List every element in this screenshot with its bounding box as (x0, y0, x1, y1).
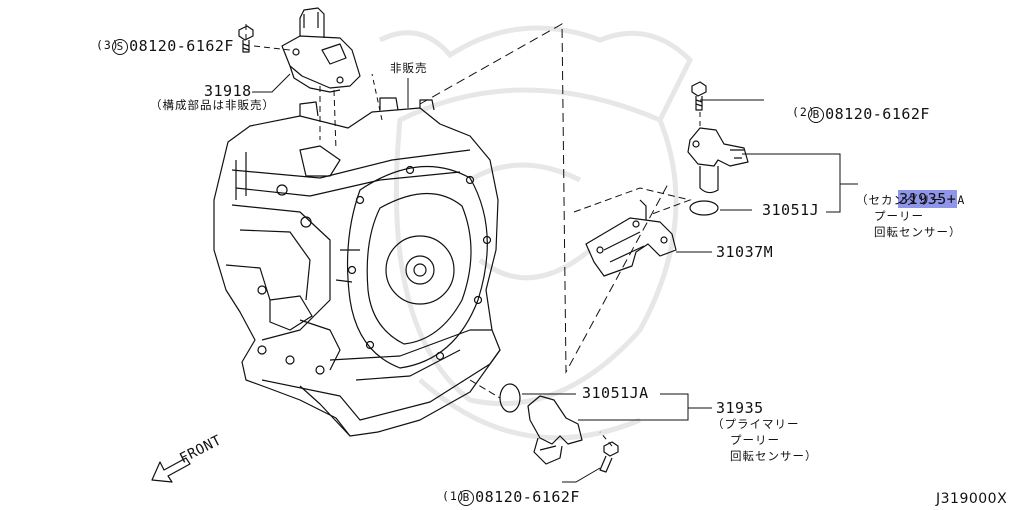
leader-lines (245, 20, 858, 483)
symbol-b-icon: B (808, 107, 825, 123)
callout-31918-note: （構成部品は非販売） (150, 98, 275, 112)
secondary-sensor-desc-1: （セカンダリー (856, 193, 944, 207)
primary-sensor-desc-2: プーリー (730, 433, 780, 447)
primary-sensor-part (527, 395, 583, 465)
secondary-sensor-suffix: A (957, 193, 966, 207)
bolt-right-qty: (2) (792, 105, 816, 119)
o-ring-bottom-part (499, 383, 521, 413)
symbol-s-icon: S (112, 39, 129, 55)
bolt-top-part (238, 25, 254, 53)
bolt-bottom-part (599, 441, 619, 473)
bolt-top-qty: (3) (96, 38, 120, 52)
watermark-emblem (378, 25, 694, 441)
primary-sensor-desc-3: 回転センサー） (730, 449, 818, 463)
callout-o-ring-top: 31051J (762, 201, 820, 219)
bolt-bottom-qty: (1) (442, 489, 466, 503)
bolt-right-part (691, 81, 707, 111)
not-sold-label: 非販売 (390, 61, 428, 75)
bolt-right-part-number: 08120-6162F (825, 105, 930, 123)
bolt-bottom-part-number: 08120-6162F (475, 488, 580, 506)
transmission-case (213, 97, 501, 437)
component-31918 (281, 7, 361, 93)
symbol-b-icon: B (458, 490, 475, 506)
callout-o-ring-bottom: 31051JA (582, 384, 649, 402)
front-arrow-icon (151, 457, 191, 483)
primary-sensor-desc-1: （プライマリー (712, 417, 800, 431)
secondary-sensor-desc-2: プーリー (874, 209, 924, 223)
o-ring-top-part (689, 200, 719, 216)
secondary-sensor-desc-3: 回転センサー） (874, 225, 962, 239)
secondary-sensor-part (687, 127, 749, 194)
bolt-top-part-number: 08120-6162F (129, 37, 234, 55)
callout-primary-sensor: 31935 (716, 399, 764, 417)
diagram-code: J319000X (936, 491, 1008, 507)
secondary-sensor-part-number[interactable]: 31935+ (898, 190, 958, 208)
callout-31918: 31918 (204, 82, 252, 100)
callout-bracket: 31037M (716, 243, 774, 261)
callout-secondary-sensor: 31935+A (860, 177, 965, 222)
bracket-part (585, 199, 677, 277)
